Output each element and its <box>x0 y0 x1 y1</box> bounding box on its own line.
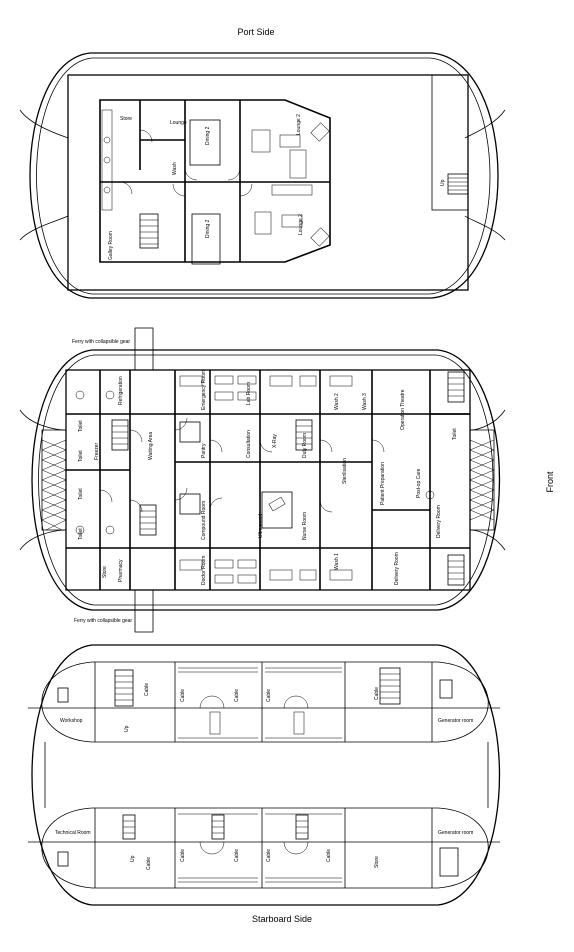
top-pontoon-curve-b <box>19 215 69 241</box>
top-room-store: Store <box>120 116 132 122</box>
top-deck-plan: Up Store Lounge Dining 2 Lounge 2 Wash D… <box>19 52 506 299</box>
lower-top-generator: Generator room <box>438 718 473 724</box>
main-bottom-bed-row <box>179 559 353 584</box>
top-stair-up-label: Up <box>440 179 446 186</box>
top-right-stair: Up <box>431 74 469 211</box>
main-room-sterilisation: Sterilisation <box>342 458 348 484</box>
top-room-dining-b: Dining 2 <box>205 219 211 238</box>
main-room-x-ray: X-Ray <box>272 434 278 448</box>
main-room-toilet-4: Toilet <box>78 488 84 500</box>
main-room-waiting-area: Waiting Area <box>148 432 154 460</box>
main-room-store: Store <box>102 566 108 578</box>
main-room-wash-1: Wash 1 <box>334 553 340 570</box>
lower-top-cable-1: Cable <box>144 683 150 696</box>
main-room-duty: Duty Room <box>302 433 308 458</box>
main-room-compound: Compound Room <box>201 501 207 540</box>
main-room-patient-preparation: Patient Preparation <box>380 462 386 505</box>
main-room-pantry: Pantry <box>201 443 207 458</box>
top-room-lounge-2b: Lounge 2 <box>298 214 304 235</box>
ferry-bottom <box>134 589 154 633</box>
main-stair-right <box>447 371 465 586</box>
title-starboard-side: Starboard Side <box>252 914 312 924</box>
ferry-top-label: Ferry with collapsible gear <box>72 339 130 345</box>
main-room-toilet-1: Toilet <box>78 420 84 432</box>
title-port-side: Port Side <box>237 27 274 37</box>
lower-top-workshop: Workshop <box>60 718 83 724</box>
main-room-pharmacy: Pharmacy <box>118 559 124 582</box>
top-room-wash: Wash <box>172 162 178 175</box>
main-room-refrigeration: Refrigeration <box>118 376 124 405</box>
lower-top-cable-5: Cable <box>374 687 380 700</box>
lower-top-up: Up <box>124 725 130 732</box>
lower-top-pontoon <box>41 661 489 743</box>
main-room-wash-3: Wash 3 <box>362 393 368 410</box>
main-room-wash-2: Wash 2 <box>334 393 340 410</box>
lower-hull-outline <box>31 644 501 906</box>
main-room-nurse: Nurse Room <box>302 512 308 540</box>
main-room-lab: Lab Room <box>246 382 252 405</box>
main-stair-center <box>295 419 313 451</box>
lower-bottom-generator: Generator room <box>438 830 473 836</box>
main-room-toilet-3: Toilet <box>452 428 458 440</box>
main-room-delivery-1: Delivery Room <box>436 505 442 538</box>
lower-bottom-up: Up <box>130 855 136 862</box>
main-room-doctor: Doctor Room <box>201 556 207 585</box>
top-room-dining-a: Dining 2 <box>205 126 211 145</box>
lower-bottom-cable-3: Cable <box>234 849 240 862</box>
lower-bottom-cable-5: Cable <box>326 849 332 862</box>
main-hull-outline <box>31 349 501 611</box>
top-room-lounge-2a: Lounge 2 <box>296 114 302 135</box>
main-room-toilet-2: Toilet <box>78 450 84 462</box>
main-deck-plan: Ferry with collapsible gear Ferry with c… <box>19 327 506 633</box>
main-pontoon-hatch-right <box>469 429 495 531</box>
lower-bottom-cable-2: Cable <box>180 849 186 862</box>
lower-bottom-store: Store <box>374 856 380 868</box>
ferry-top <box>134 327 154 371</box>
main-room-emergency: Emergency Room <box>201 370 207 410</box>
top-hull-outline <box>29 52 499 299</box>
main-room-ultrasound: Ultrasound <box>258 514 264 538</box>
top-pontoon-curve-d <box>464 215 506 241</box>
ferry-bottom-label: Ferry with collapsible gear <box>74 618 132 624</box>
top-room-lounge: Lounge <box>170 120 187 126</box>
main-room-delivery-2: Delivery Room <box>394 552 400 585</box>
lower-top-cable-3: Cable <box>234 689 240 702</box>
lower-bottom-cable-1: Cable <box>146 857 152 870</box>
lower-top-cable-2: Cable <box>180 689 186 702</box>
main-pontoon-hatch-left <box>41 429 67 531</box>
top-hull-inner <box>36 57 491 295</box>
main-room-toilet-5: Toilet <box>78 528 84 540</box>
lower-top-stairs <box>57 667 453 707</box>
lower-bottom-cable-4: Cable <box>266 849 272 862</box>
main-room-consultation: Consultation <box>246 430 252 458</box>
main-hull-inner <box>38 354 494 606</box>
top-galley-stair <box>139 213 159 249</box>
main-room-operation-theatre: Operation Theatre <box>400 389 406 430</box>
lower-deck-plan: Cable Cable Cable Cable Cable Workshop G… <box>28 644 501 906</box>
lower-top-cable-4: Cable <box>266 689 272 702</box>
lower-bottom-pontoon <box>41 807 489 889</box>
main-stair-left <box>111 419 157 536</box>
top-room-galley: Galley Room <box>108 231 114 260</box>
lower-bottom-stairs <box>57 814 459 877</box>
top-cabin-walls <box>99 99 331 263</box>
main-room-post-op: Post-op Care <box>416 468 422 498</box>
main-deck-rect <box>65 369 471 591</box>
main-top-bed-row <box>179 375 353 401</box>
top-pontoon-curve-c <box>464 109 506 139</box>
top-pontoon-curve-a <box>19 109 69 139</box>
lower-bottom-technical: Technical Room <box>55 830 91 836</box>
title-front: Front <box>545 471 555 493</box>
main-room-freezer: Freezer <box>94 442 100 460</box>
